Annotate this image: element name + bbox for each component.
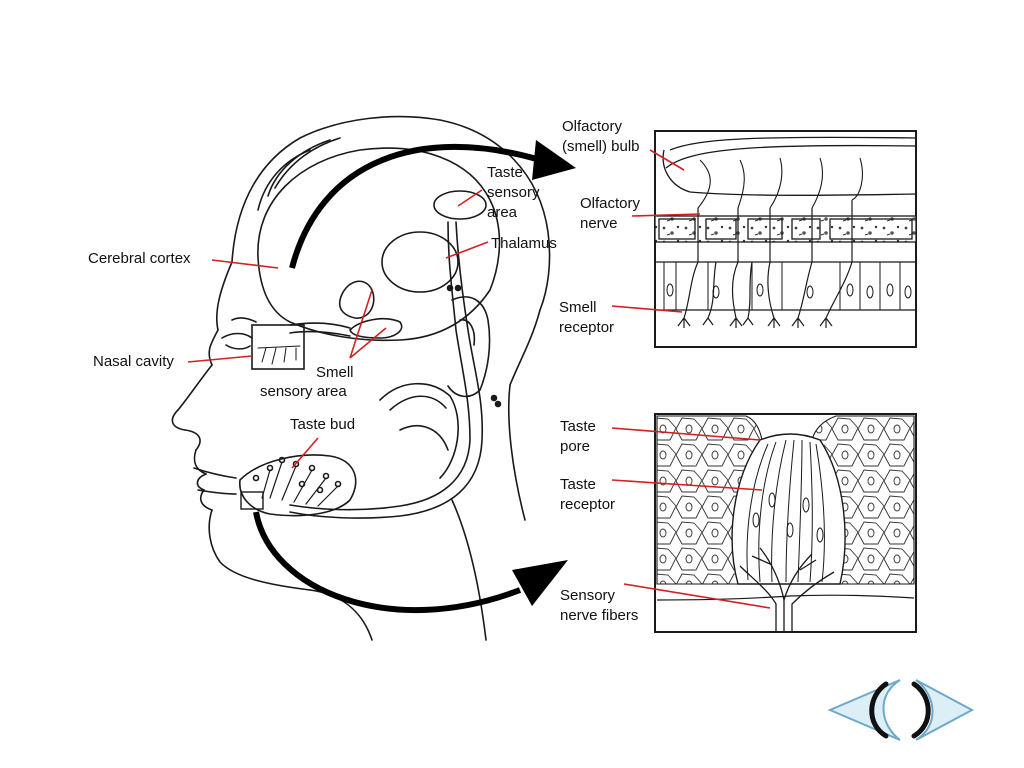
label-taste-bud: Taste bud (290, 416, 356, 433)
label-thalamus: Thalamus (491, 235, 557, 252)
leader-smell-area-2 (349, 327, 387, 359)
label-sensory-nerve-fibers-line2: nerve fibers (560, 607, 639, 624)
leader-olfactory-bulb (649, 149, 685, 171)
leader-nasal-cavity (187, 355, 253, 363)
label-sensory-nerve-fibers-line1: Sensory (560, 587, 616, 604)
next-button[interactable] (911, 679, 975, 741)
label-taste-pore-line1: Taste (560, 418, 596, 435)
label-taste-receptor-line1: Taste (560, 476, 596, 493)
leader-smell-receptor (611, 305, 683, 313)
label-taste-sensory-area-line1: Taste (487, 164, 523, 181)
leader-olfactory-nerve (631, 213, 701, 217)
flow-arrows (253, 140, 576, 614)
leader-sensory-nerve-fibers (623, 583, 771, 609)
leader-cerebral-cortex (211, 259, 279, 269)
chevron-right-icon (911, 679, 975, 741)
label-smell-receptor-line1: Smell (559, 299, 597, 316)
leader-taste-pore (611, 427, 761, 441)
chevron-left-icon (827, 679, 901, 741)
label-olfactory-bulb-line2: (smell) bulb (562, 138, 640, 155)
label-olfactory-bulb-line1: Olfactory (562, 118, 623, 135)
label-nasal-cavity: Nasal cavity (93, 353, 174, 370)
previous-button[interactable] (827, 679, 901, 741)
label-taste-sensory-area-line3: area (487, 204, 518, 221)
taste-bud-detail-panel (654, 413, 917, 633)
label-cerebral-cortex: Cerebral cortex (88, 250, 191, 267)
leader-lines (187, 149, 771, 609)
label-smell-receptor-line2: receptor (559, 319, 615, 336)
label-olfactory-nerve-line1: Olfactory (580, 195, 641, 212)
label-smell-sensory-area-line2: sensory area (260, 383, 347, 400)
label-taste-receptor-line2: receptor (560, 496, 616, 513)
leader-taste-bud (291, 437, 319, 469)
leader-thalamus (445, 241, 489, 259)
leader-smell-area-1 (349, 289, 373, 359)
leader-taste-receptor (611, 479, 763, 491)
olfactory-detail-panel (654, 130, 917, 348)
label-taste-sensory-area-line2: sensory (487, 184, 540, 201)
label-olfactory-nerve-line2: nerve (580, 215, 618, 232)
label-taste-pore-line2: pore (560, 438, 591, 455)
label-smell-sensory-area-line1: Smell (316, 364, 354, 381)
leader-taste-sensory-area (457, 189, 483, 207)
head-illustration (171, 115, 551, 641)
